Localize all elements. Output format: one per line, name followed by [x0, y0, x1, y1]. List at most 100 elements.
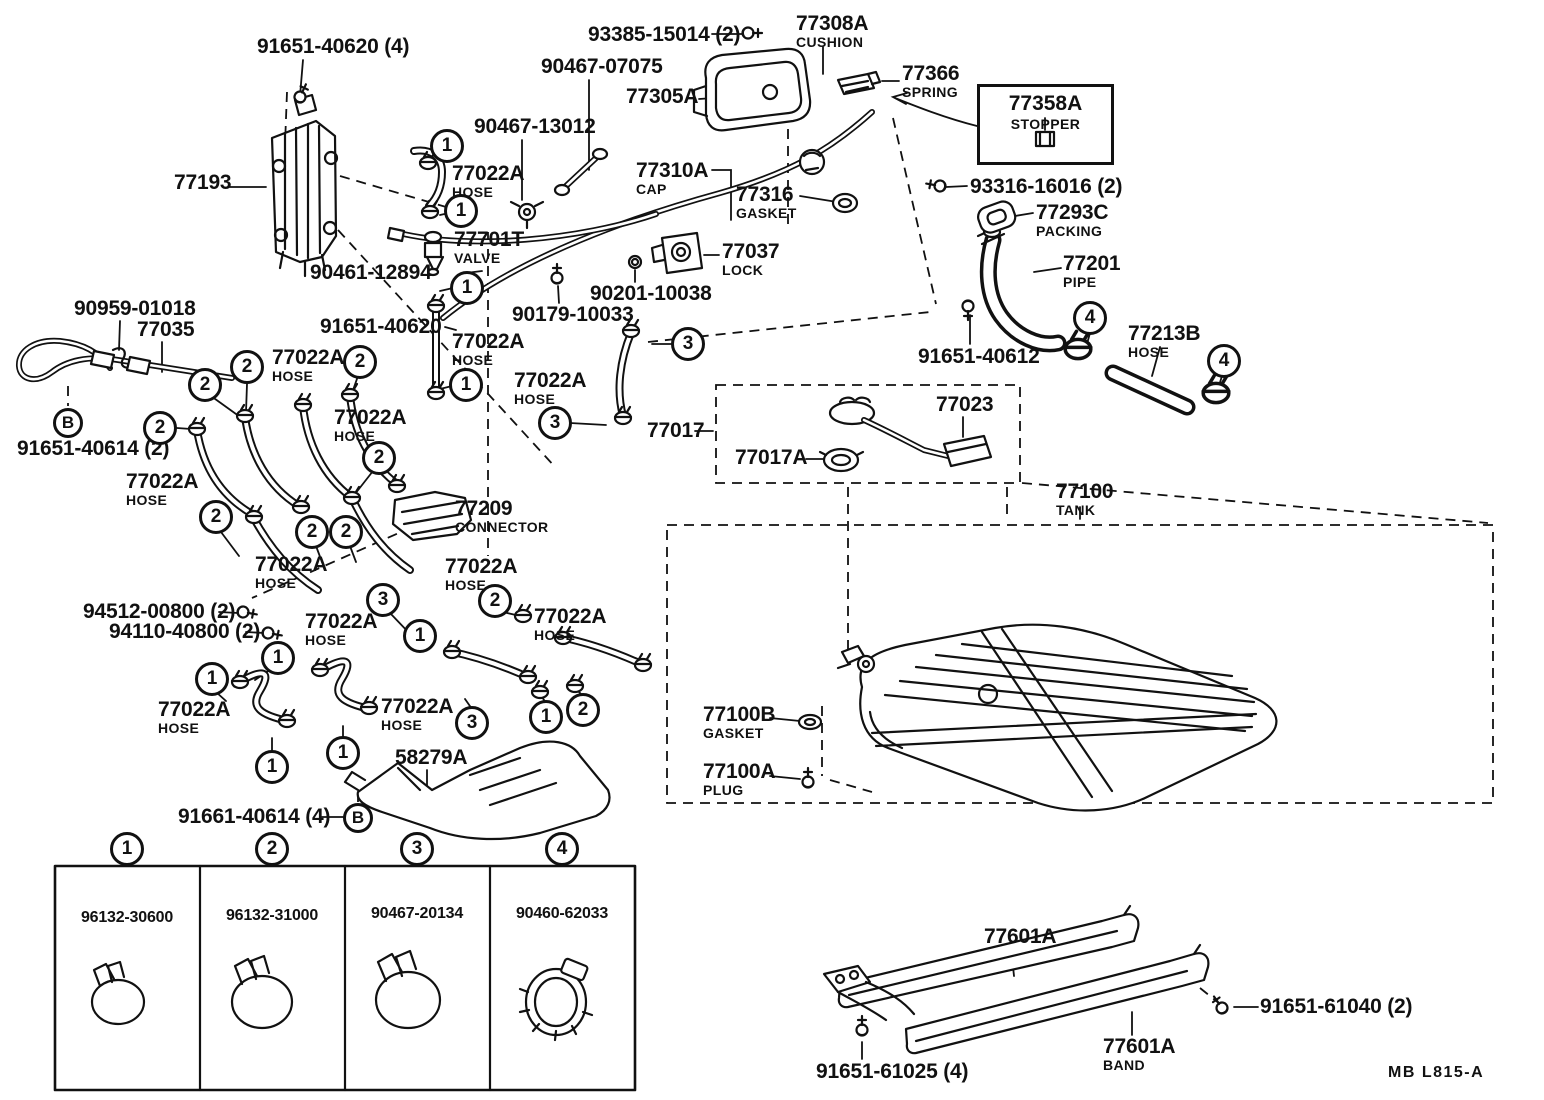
part-label: 90959-01018: [74, 298, 196, 320]
part-number: 96132-31000: [225, 907, 319, 924]
fuel-cap-assembly-art: [692, 47, 1056, 234]
part-number: 90467-13012: [474, 115, 596, 138]
part-label: 77035: [137, 319, 195, 341]
part-number: 77022A: [334, 406, 407, 429]
part-number: 77017: [647, 419, 705, 442]
part-subname: HOSE: [534, 626, 576, 643]
part-subname: PACKING: [1036, 222, 1103, 239]
part-number: 77022A: [255, 553, 328, 576]
part-number: 77017A: [735, 446, 808, 469]
callout-2: 2: [343, 345, 377, 379]
callout-1: 1: [529, 700, 563, 734]
part-number: 77358A: [1008, 92, 1083, 115]
part-label: 90179-10033: [512, 304, 634, 326]
part-subname: PLUG: [703, 781, 744, 798]
callout-1: 1: [430, 129, 464, 163]
callout-1: 1: [444, 194, 478, 228]
part-number: 77022A: [452, 330, 525, 353]
part-number: 77022A: [445, 555, 518, 578]
part-number: 77023: [936, 393, 994, 416]
part-label: 94110-40800 (2): [109, 621, 260, 643]
stopper-callout-box: 77358A STOPPER: [977, 84, 1114, 165]
part-label: 77601A: [984, 926, 1057, 948]
part-label: 77017: [647, 419, 705, 442]
fuel-sender-art: [818, 396, 993, 473]
part-subname: HOSE: [1128, 343, 1170, 360]
part-label: 91651-61040 (2): [1260, 996, 1412, 1018]
legend-callout-1: 1: [110, 832, 144, 866]
part-subname: HOSE: [452, 351, 494, 368]
part-subname: TANK: [1056, 501, 1096, 518]
legend-part-label: 90467-20134: [371, 905, 463, 923]
part-number: 90467-07075: [541, 55, 663, 78]
part-number: 77022A: [272, 346, 345, 369]
callout-1: 1: [255, 750, 289, 784]
part-number: 77022A: [452, 162, 525, 185]
part-number: 77701T: [454, 228, 525, 251]
part-number: 77100B: [703, 703, 776, 726]
part-number: 90461-12894: [310, 261, 432, 284]
callout-4: 4: [1207, 344, 1241, 378]
part-subname: CUSHION: [796, 33, 864, 50]
part-label: 90467-13012: [474, 116, 596, 138]
part-subname: HOSE: [255, 574, 297, 591]
part-subname: HOSE: [381, 716, 423, 733]
part-subname: HOSE: [445, 576, 487, 593]
callout-3: 3: [671, 327, 705, 361]
part-number: 90201-10038: [590, 282, 712, 305]
hose-clamp-icon: [374, 949, 442, 1030]
part-number: 93316-16016 (2): [970, 175, 1123, 198]
part-label: 91651-61025 (4): [816, 1061, 968, 1083]
stopper-pointer-arrow: [890, 92, 978, 127]
part-subname: HOSE: [272, 367, 314, 384]
callout-2: 2: [143, 411, 177, 445]
part-number: 77601A: [1103, 1035, 1176, 1058]
part-subname: HOSE: [158, 719, 200, 736]
legend-part-label: 90460-62033: [516, 905, 608, 923]
callout-2: 2: [329, 515, 363, 549]
part-number: 94110-40800 (2): [109, 620, 261, 643]
part-number: 77100: [1056, 480, 1114, 503]
part-number: 93385-15014 (2): [588, 23, 741, 46]
part-number: 77366: [902, 62, 960, 85]
part-number: 90179-10033: [512, 303, 634, 326]
part-number: 91651-40620 (4): [257, 35, 410, 58]
part-number: 91661-40614 (4): [178, 805, 331, 828]
part-label: 77305A: [626, 86, 699, 108]
part-subname: VALVE: [454, 249, 501, 266]
part-number: 77193: [174, 171, 232, 194]
part-label: 91651-40614 (2): [17, 438, 169, 460]
part-number: 90959-01018: [74, 297, 196, 320]
callout-3: 3: [366, 583, 400, 617]
part-number: 77100A: [703, 760, 776, 783]
part-label: 91651-40620: [320, 316, 442, 338]
callout-1: 1: [449, 368, 483, 402]
part-number: 77310A: [636, 159, 709, 182]
part-number: 91651-40612: [918, 345, 1040, 368]
part-label: 90461-12894: [310, 262, 432, 284]
legend-part-label: 96132-30600: [81, 909, 173, 927]
callout-1: 1: [195, 662, 229, 696]
hose-clamp-icon: [230, 954, 294, 1030]
worm-clamp-icon: [518, 957, 594, 1042]
part-label: 91651-40620 (4): [257, 36, 409, 58]
callout-2: 2: [362, 441, 396, 475]
callout-2: 2: [478, 584, 512, 618]
callout-3: 3: [538, 406, 572, 440]
part-number: 91651-61025 (4): [816, 1060, 969, 1083]
fuel-tank-art: [797, 623, 1278, 812]
clamp-legend-table: [53, 864, 637, 1092]
